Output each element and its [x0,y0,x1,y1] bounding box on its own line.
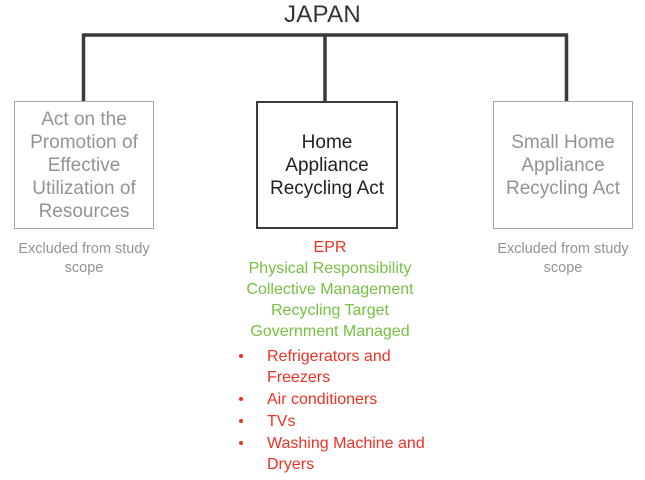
node-small-home-appliance-recycling-act-box: Small Home Appliance Recycling Act [493,101,633,229]
list-item: Refrigerators and Freezers [215,346,445,388]
annotation-feature-physical-responsibility: Physical Responsibility [248,260,412,277]
product-tvs: TVs [267,413,296,430]
list-item: Air conditioners [215,389,445,410]
node-small-home-appliance-recycling-act[interactable]: Small Home Appliance Recycling Act Exclu… [493,101,633,278]
bullet-icon [239,419,243,423]
list-item: Washing Machine and Dryers [215,433,445,475]
node-small-home-appliance-recycling-act-caption: Excluded from study scope [497,241,629,276]
node-home-appliance-recycling-act[interactable]: Home Appliance Recycling Act [256,101,398,229]
node-act-promotion-caption: Excluded from study scope [18,241,150,276]
bullet-icon [239,397,243,401]
product-refrigerators-and-freezers: Refrigerators and Freezers [267,348,391,386]
bullet-icon [239,354,243,358]
node-home-appliance-recycling-act-label: Home Appliance Recycling Act [269,131,385,199]
node-act-promotion[interactable]: Act on the Promotion of Effective Utiliz… [14,101,154,278]
list-item: TVs [215,411,445,432]
product-air-conditioners: Air conditioners [267,391,378,408]
product-washing-machine-and-dryers: Washing Machine and Dryers [267,435,425,473]
bullet-icon [239,441,243,445]
center-node-annotations: EPR Physical Responsibility Collective M… [215,237,445,476]
annotation-feature-recycling-target: Recycling Target [271,302,389,319]
annotation-feature-government-managed: Government Managed [250,323,410,340]
annotation-epr: EPR [313,239,347,256]
root-node-label: JAPAN [283,1,362,28]
node-small-home-appliance-recycling-act-label: Small Home Appliance Recycling Act [505,131,621,199]
node-act-promotion-box: Act on the Promotion of Effective Utiliz… [14,101,154,229]
node-act-promotion-label: Act on the Promotion of Effective Utiliz… [30,108,138,222]
annotation-feature-collective-management: Collective Management [246,281,414,298]
covered-products-list: Refrigerators and Freezers Air condition… [215,346,445,475]
node-home-appliance-recycling-act-box: Home Appliance Recycling Act [256,101,398,229]
